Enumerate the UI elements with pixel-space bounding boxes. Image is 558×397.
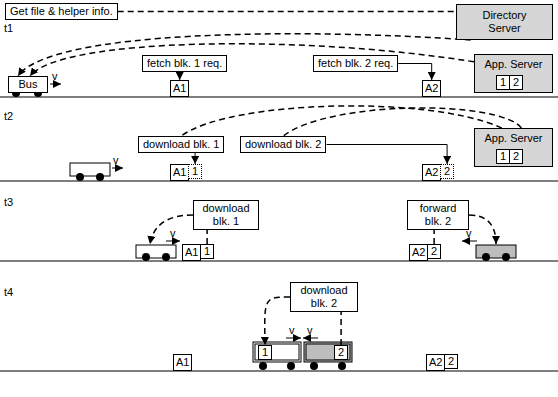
node-text: 2 <box>444 165 450 178</box>
node-text: Directory Server <box>475 9 534 35</box>
message-connector <box>265 297 290 345</box>
node-text: 1 <box>500 76 506 89</box>
velocity-label: v <box>466 227 472 240</box>
node-text: A2 <box>425 166 438 179</box>
block-box: 2 <box>334 345 348 360</box>
node-text: 2 <box>338 346 344 359</box>
forward-arrow <box>469 215 496 244</box>
node-text: 1 <box>500 150 506 163</box>
node-text: download blk. 2 <box>295 284 353 310</box>
velocity-label: v <box>113 154 119 167</box>
node-text: fetch blk. 2 req. <box>318 57 393 70</box>
block-box: 1 <box>200 244 214 259</box>
message-box: fetch blk. 1 req. <box>142 55 227 72</box>
block-box: 2 <box>444 354 458 369</box>
node-text: download blk. 1 <box>198 202 254 228</box>
node-text: download blk. 2 <box>245 138 321 151</box>
block-box: 2 <box>427 244 441 259</box>
block-box: 1 <box>188 164 202 179</box>
message-connector <box>206 230 208 244</box>
access-point-box: A2 <box>422 164 441 181</box>
block-box: 2 <box>440 164 454 179</box>
velocity-arrow <box>50 84 61 85</box>
block-box: 2 <box>509 149 523 164</box>
velocity-label: v <box>52 70 58 83</box>
server-box: App. Server 12 <box>474 54 553 93</box>
node-text: A2 <box>412 246 425 259</box>
helper-bus <box>476 245 516 261</box>
velocity-arrow <box>166 241 180 242</box>
message-box: forward blk. 2 <box>407 200 469 230</box>
block-box: 2 <box>509 75 523 90</box>
node-text: App. Server <box>477 58 550 71</box>
download-arrow <box>150 215 193 244</box>
message-connector <box>179 72 180 80</box>
access-point-box: A1 <box>173 354 192 371</box>
node-text: 1 <box>192 165 198 178</box>
node-text: A2 <box>425 82 438 95</box>
velocity-arrow <box>462 241 477 242</box>
block-box: 1 <box>258 345 272 360</box>
block-box: 1 <box>496 149 510 164</box>
node-text: Bus <box>16 78 40 91</box>
time-label: t3 <box>4 196 13 209</box>
node-text: 2 <box>431 245 437 258</box>
velocity-arrow <box>112 168 123 169</box>
message-box: download blk. 1 <box>138 136 224 153</box>
bus-body: Bus <box>8 76 48 93</box>
velocity-label: v <box>307 324 313 337</box>
message-connector <box>327 145 448 165</box>
server-box: Directory Server <box>456 4 553 40</box>
node-text: 1 <box>262 346 268 359</box>
helper-bus <box>304 342 352 370</box>
access-point-box: A1 <box>182 244 201 261</box>
time-label: t4 <box>4 286 13 299</box>
access-point-box: A1 <box>170 80 189 97</box>
access-point-box: A1 <box>170 164 189 181</box>
message-box: download blk. 1 <box>193 200 259 230</box>
message-connector <box>195 153 196 164</box>
node-text: download blk. 1 <box>143 138 219 151</box>
node-text: A1 <box>176 356 189 369</box>
node-text: 1 <box>204 245 210 258</box>
message-connector <box>181 106 502 136</box>
node-text: A1 <box>173 82 186 95</box>
message-connector <box>18 34 471 76</box>
velocity-arrow <box>286 338 301 339</box>
message-connector <box>30 44 474 76</box>
node-text: A1 <box>185 246 198 259</box>
node-text: 2 <box>448 355 454 368</box>
ground-line <box>0 97 558 371</box>
bus-vehicle <box>70 163 110 181</box>
message-connector <box>118 11 456 13</box>
message-box: download blk. 2 <box>290 282 358 312</box>
velocity-arrow <box>303 338 318 339</box>
velocity-label: v <box>289 324 295 337</box>
node-text: App. Server <box>477 132 550 145</box>
server-box: App. Server 12 <box>474 128 553 167</box>
node-text: 2 <box>513 150 519 163</box>
message-box: fetch blk. 2 req. <box>313 55 398 72</box>
message-connector <box>340 312 342 345</box>
time-label: t2 <box>4 110 13 123</box>
access-point-box: A2 <box>422 80 441 97</box>
node-text: fetch blk. 1 req. <box>147 57 222 70</box>
velocity-label: v <box>170 227 176 240</box>
bus-vehicle <box>253 342 301 370</box>
access-point-box: A2 <box>409 244 428 261</box>
node-text: forward blk. 2 <box>412 202 464 228</box>
message-box: download blk. 2 <box>240 136 326 153</box>
access-point-box: A2 <box>426 354 445 371</box>
message-connector <box>433 230 435 244</box>
block-box: 1 <box>496 75 510 90</box>
node-text: A2 <box>429 356 442 369</box>
message-box: Get file & helper info. <box>5 3 118 20</box>
bus-vehicle <box>136 245 176 261</box>
node-text: Get file & helper info. <box>10 5 113 18</box>
node-text: A1 <box>173 166 186 179</box>
message-connector <box>398 64 432 81</box>
time-label: t1 <box>4 22 13 35</box>
node-text: 2 <box>513 76 519 89</box>
